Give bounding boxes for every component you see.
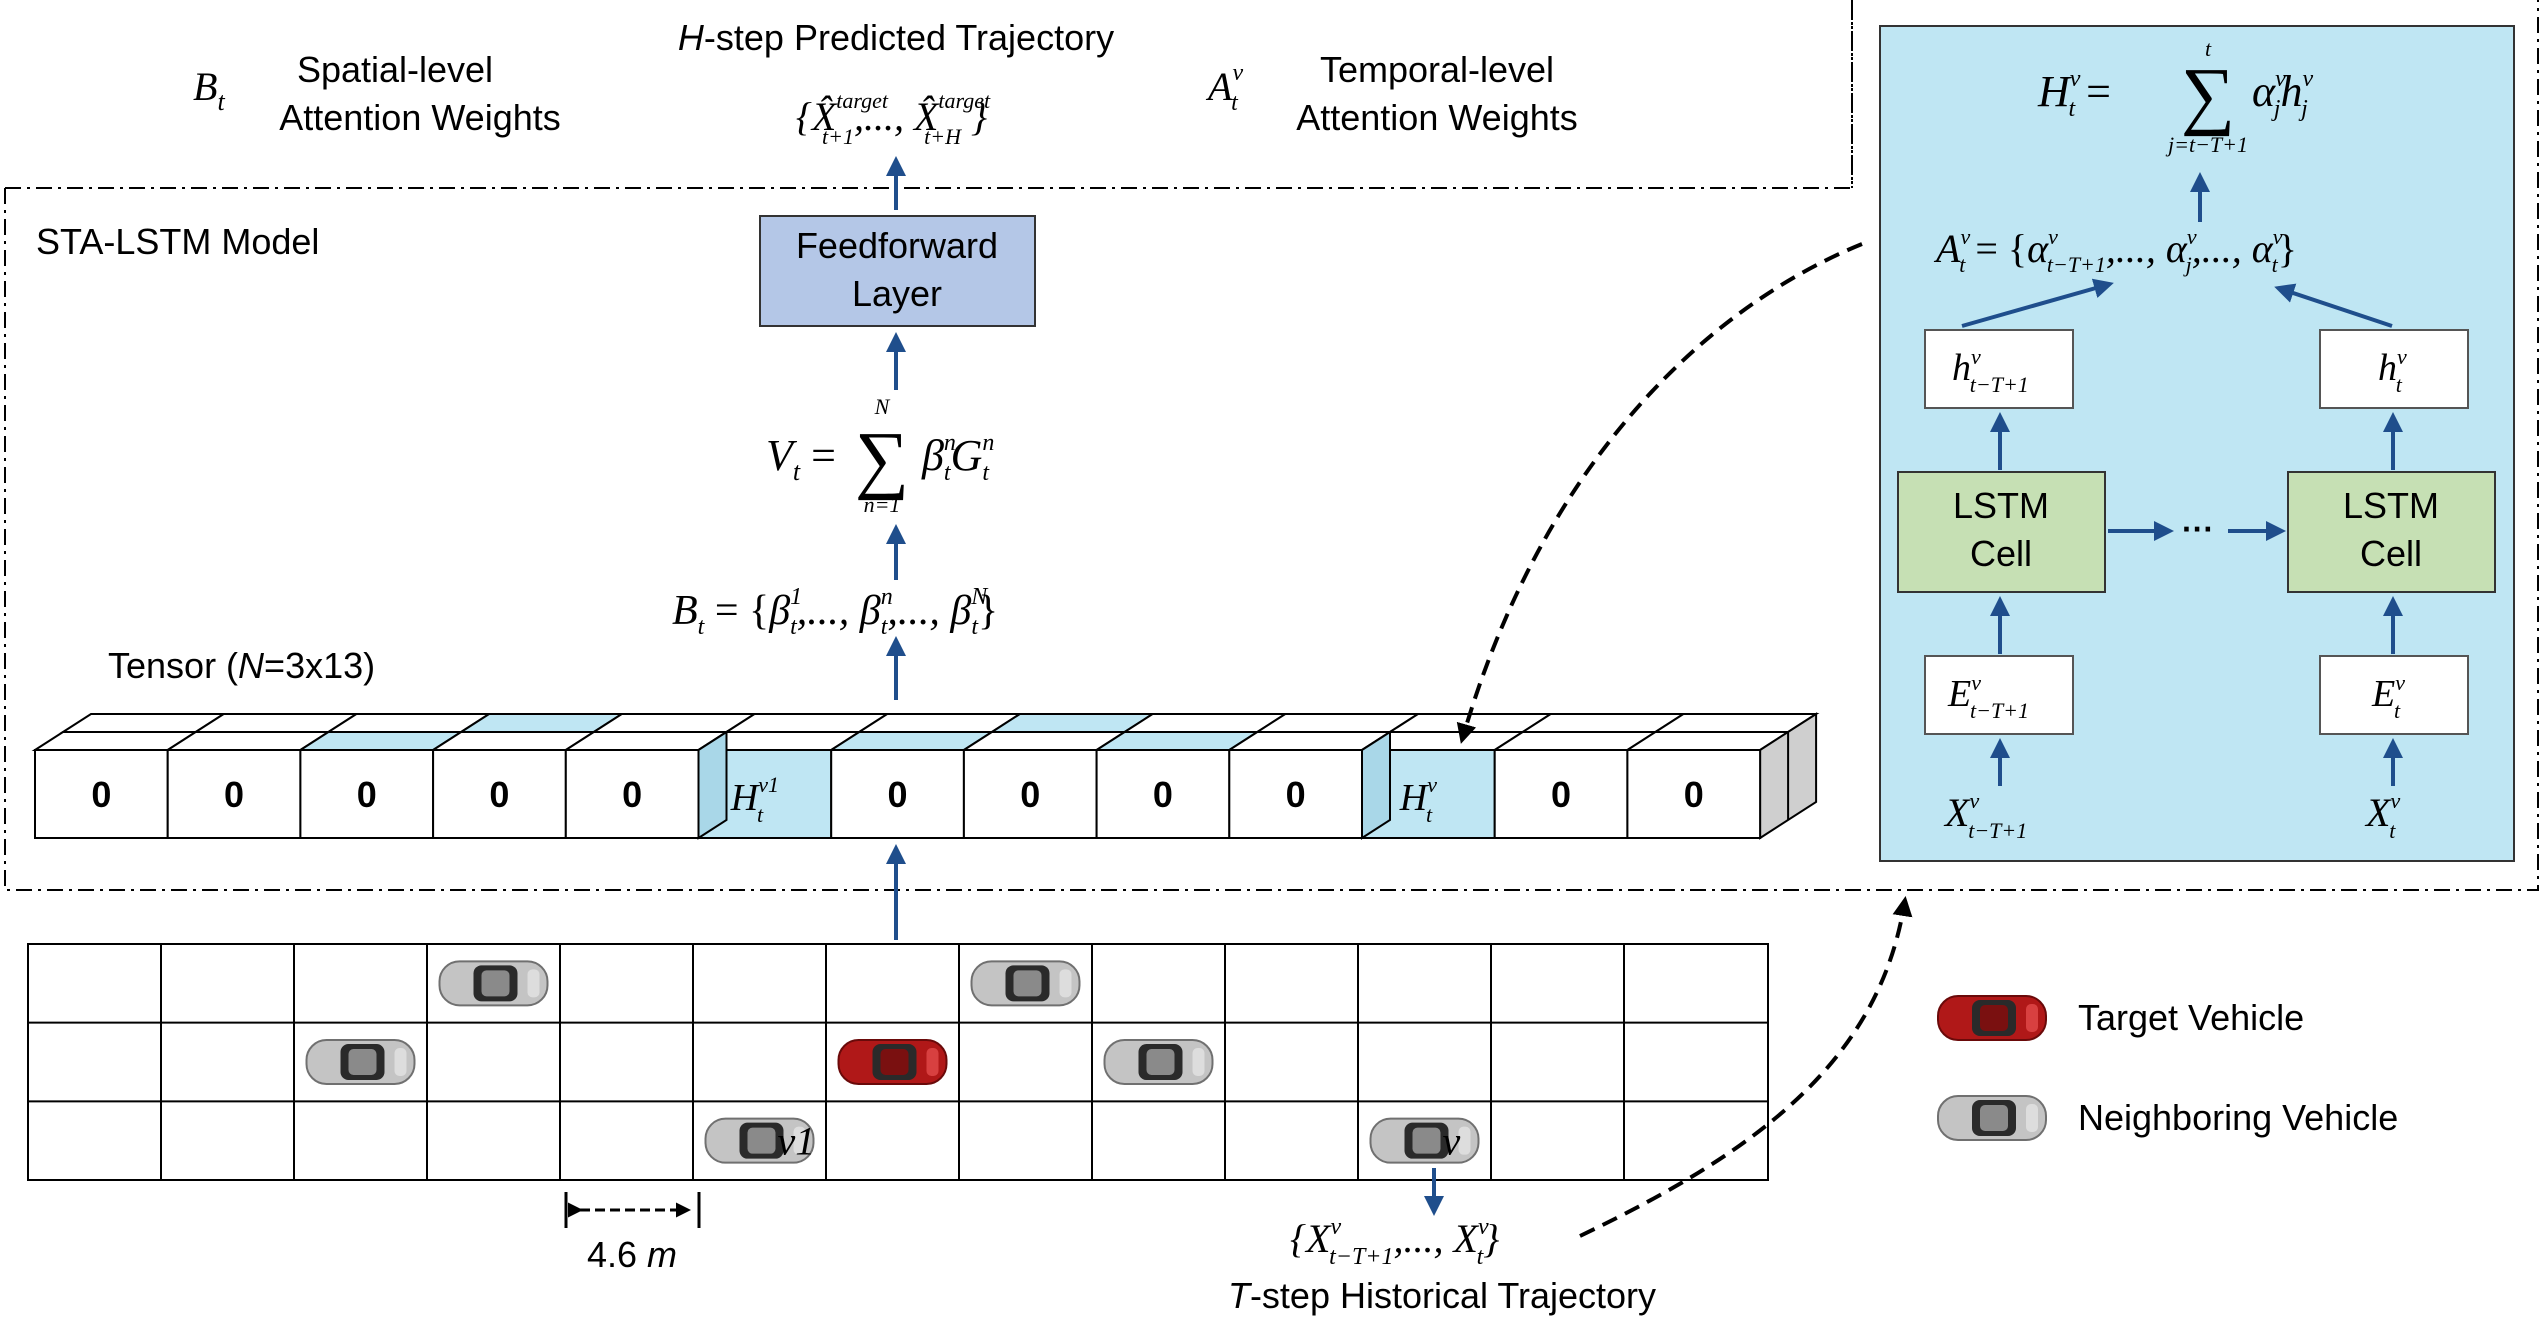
h-formula-sum-bottom: j=t−T+1 [2165,132,2248,157]
tensor-cell-label: 0 [224,774,244,815]
feedforward-label-line2: Layer [852,273,942,314]
spatial-label-line2: Attention Weights [279,97,561,138]
tensor-cell-depth [1361,730,1391,840]
lstm-cell-first-line1: LSTM [1953,485,2049,526]
spatial-label-line1: Spatial-level [297,49,493,90]
e-box-last [2319,655,2469,735]
feedforward-label-line1: Feedforward [796,225,998,266]
h-formula-sum: ∑ [2181,53,2235,137]
legend-target-car-icon [1937,995,2047,1041]
tensor-cell-label: 0 [1020,774,1040,815]
tensor-cell [166,749,302,839]
tensor-cell [34,749,169,839]
arrow-h2-to-a [2274,283,2393,328]
vt-sum-bottom: n=1 [864,492,901,517]
model-title: STA-LSTM Model [36,221,319,262]
vt-formula: Vt = [766,431,836,486]
spatial-symbol: Bt [193,64,225,116]
neighbor-vehicle-icon [305,1039,416,1085]
tensor-cell-depth [697,730,728,840]
tensor-cell [1228,749,1364,839]
model-boundary-outline [4,0,2539,891]
neighbor-vehicle-icon [970,960,1081,1007]
legend-neighbor-car-icon [1937,1095,2047,1141]
arrow-h1-to-a [1961,278,2114,328]
tensor-cell [1095,749,1231,839]
tensor-cell-label: 0 [489,774,509,815]
legend-neighbor-label: Neighboring Vehicle [2078,1097,2398,1138]
tensor-cell [1493,749,1629,839]
history-label: T-step Historical Trajectory [1228,1275,1656,1316]
tensor-cell [830,749,965,839]
e-box-first [1924,655,2074,735]
lstm-cell-last [2287,471,2496,593]
tensor-label: Tensor (N=3x13) [108,645,375,686]
vt-sum-top: N [874,394,891,419]
tensor-cell-label: 0 [1286,774,1306,815]
feedforward-layer [759,215,1036,327]
tensor-cell-label: 0 [622,774,642,815]
lstm-cell-last-line2: Cell [2360,533,2422,574]
h-formula-sum-top: t [2205,36,2212,61]
temporal-label-line2: Attention Weights [1296,97,1578,138]
tensor-cell-label: 0 [1551,774,1571,815]
tensor-cell-label: 0 [1684,774,1704,815]
vehicles: v1 v [305,960,1480,1164]
tensor-cell-label: 0 [357,774,377,815]
lstm-cell-first [1897,471,2106,593]
tensor-cell-label: 0 [1153,774,1173,815]
tensor-cell [564,749,700,839]
h-box-last [2319,329,2469,409]
neighbor-vehicle-icon [438,960,549,1007]
neighbor-vehicle-icon [1369,1117,1480,1164]
dashed-link-history-to-panel [1579,896,1913,1238]
dashed-link-panel-to-tensor [1456,242,1863,744]
neighbor-vehicle-icon [1103,1039,1214,1085]
vehicle-label: v1 [778,1119,816,1164]
tensor-cell [1626,749,1762,839]
tensor-cell [432,749,567,839]
tensor-cell [962,749,1098,839]
vehicle-label: v [1443,1119,1461,1164]
legend-target-label: Target Vehicle [2078,997,2304,1038]
tensor-cell-label: 0 [91,774,111,815]
tensor-cell-label: 0 [888,774,908,815]
lane-width-label: 4.6 m [587,1234,677,1275]
target-vehicle-icon [837,1039,948,1085]
lstm-chain-ellipsis: ··· [2182,511,2214,547]
lstm-cell-first-line2: Cell [1970,533,2032,574]
predicted-trajectory-title: H-step Predicted Trajectory [678,17,1114,58]
h-box-first [1924,329,2074,409]
lstm-cell-last-line1: LSTM [2343,485,2439,526]
temporal-label-line1: Temporal-level [1320,49,1554,90]
vt-sum-symbol: ∑ [855,417,909,501]
